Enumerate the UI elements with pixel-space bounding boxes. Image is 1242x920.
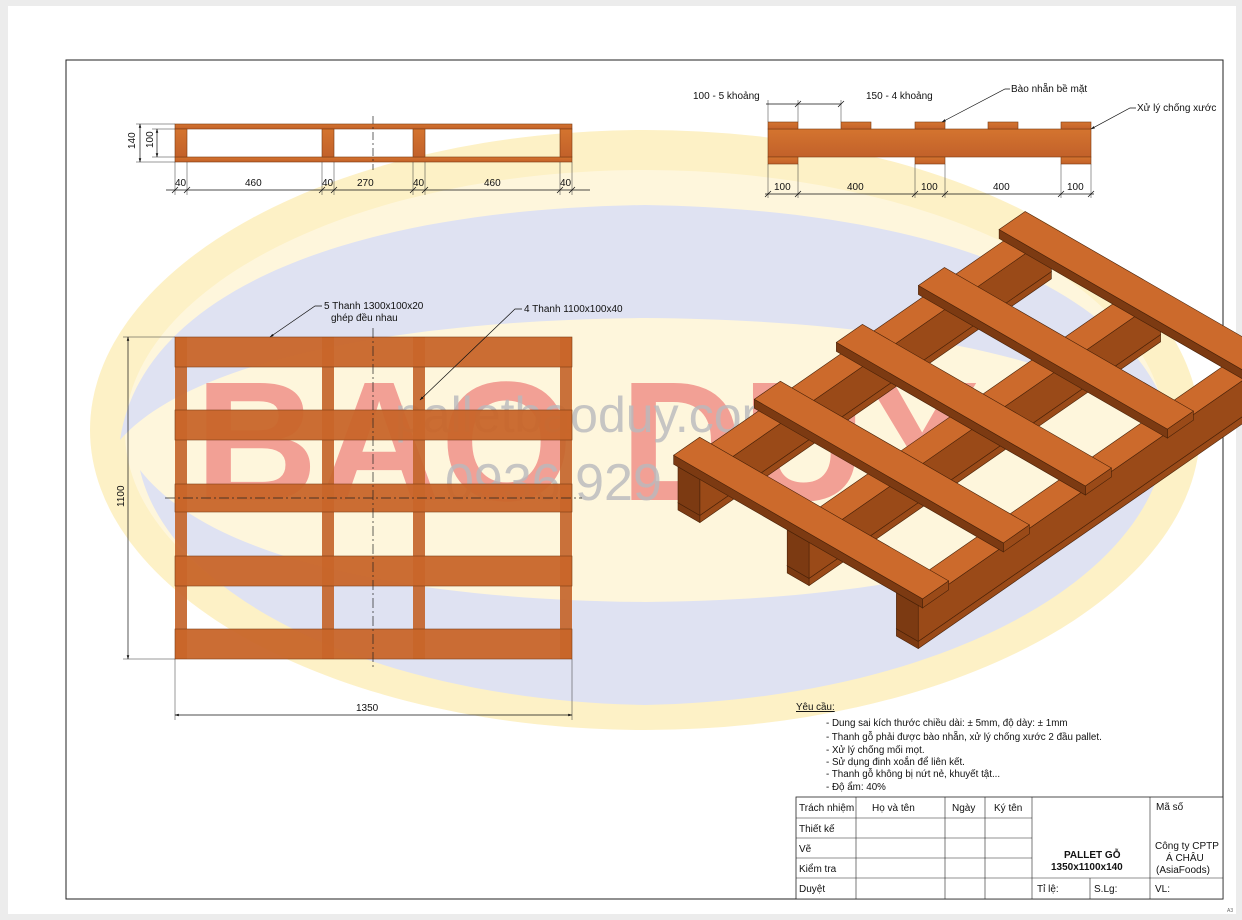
- end-dim-2: 100: [921, 182, 938, 193]
- tb-company-3: (AsiaFoods): [1156, 865, 1210, 876]
- tb-row-approve: Duyệt: [799, 884, 825, 895]
- tb-company-2: Á CHÂU: [1166, 851, 1204, 864]
- callout-stringers: 4 Thanh 1100x100x40: [524, 304, 623, 315]
- requirement-3: - Xử lý chống mối mọt.: [826, 745, 925, 756]
- tb-company-1: Công ty CPTP: [1155, 841, 1219, 852]
- requirement-1: - Dung sai kích thước chiều dài: ± 5mm, …: [826, 718, 1068, 729]
- deck-board-4-top: [998, 211, 1242, 370]
- tb-header-name: Họ và tên: [872, 803, 915, 814]
- requirement-2: - Thanh gỗ phải được bào nhẵn, xử lý chố…: [826, 732, 1102, 743]
- tb-code-label: Mã số: [1156, 801, 1184, 813]
- tb-row-check: Kiểm tra: [799, 863, 837, 875]
- side-dim-100: 100: [145, 131, 156, 148]
- tb-product: PALLET GỖ: [1064, 848, 1121, 861]
- side-view: 140 100 40 460 40 270 40 460 40: [127, 116, 590, 195]
- side-dim-3: 270: [357, 178, 374, 189]
- plan-dim-height: 1100: [116, 485, 127, 507]
- end-label-mid: 150 - 4 khoảng: [866, 91, 933, 102]
- requirement-6: - Độ ẩm: 40%: [826, 782, 886, 793]
- tb-header-sign: Ký tên: [994, 803, 1022, 814]
- deck-board-4-end: [998, 229, 1242, 379]
- end-dim-0: 100: [774, 182, 791, 193]
- side-dim-1: 460: [245, 178, 262, 189]
- tb-size: 1350x1100x140: [1051, 862, 1123, 873]
- end-dim-1: 400: [847, 182, 864, 193]
- side-dim-2: 40: [322, 178, 334, 189]
- deck-board-0-top: [673, 436, 950, 600]
- callout-surface: Bào nhẵn bề mặt: [1011, 82, 1087, 95]
- end-view: 100 - 5 khoảng 150 - 4 khoảng Bào nhẵn b…: [693, 82, 1216, 198]
- deck-board-1-top: [753, 380, 1030, 544]
- callout-edge: Xử lý chống xước: [1137, 102, 1216, 114]
- drawing-frame: [65, 59, 1224, 900]
- side-dim-0: 40: [175, 178, 187, 189]
- deck-board-3-top: [917, 267, 1194, 430]
- title-block: Trách nhiệm Họ và tên Ngày Ký tên Thiết …: [795, 796, 1224, 900]
- requirements-title: Yêu cầu:: [796, 702, 835, 713]
- callout-top-boards-1: 5 Thanh 1300x100x20: [324, 301, 424, 312]
- requirement-4: - Sử dụng đinh xoắn để liên kết.: [826, 757, 965, 768]
- side-dim-6: 40: [560, 178, 572, 189]
- tb-row-design: Thiết kế: [799, 823, 835, 835]
- side-dim-5: 460: [484, 178, 501, 189]
- tb-material-label: VL:: [1155, 884, 1170, 895]
- callout-top-boards-2: ghép đều nhau: [331, 312, 398, 324]
- tb-header-date: Ngày: [952, 803, 975, 814]
- tb-scale-label: Tỉ lệ:: [1037, 883, 1059, 895]
- end-label-left: 100 - 5 khoảng: [693, 91, 760, 102]
- deck-board-2-top: [835, 323, 1112, 487]
- side-dim-140: 140: [127, 132, 138, 149]
- tb-row-draw: Vẽ: [799, 844, 812, 855]
- end-dim-4: 100: [1067, 182, 1084, 193]
- requirements: Yêu cầu: - Dung sai kích thước chiều dài…: [796, 702, 1102, 793]
- requirement-5: - Thanh gỗ không bị nứt nẻ, khuyết tật..…: [826, 769, 1000, 780]
- plan-dim-width: 1350: [356, 703, 379, 714]
- plan-view: 5 Thanh 1300x100x20 ghép đều nhau 4 Than…: [116, 301, 623, 720]
- tb-qty-label: S.Lg:: [1094, 884, 1117, 895]
- isometric-view: [673, 211, 1242, 650]
- tb-header-role: Trách nhiệm: [799, 803, 854, 814]
- end-dim-3: 400: [993, 182, 1010, 193]
- sheet-size: A3: [1227, 908, 1233, 914]
- side-dim-4: 40: [413, 178, 425, 189]
